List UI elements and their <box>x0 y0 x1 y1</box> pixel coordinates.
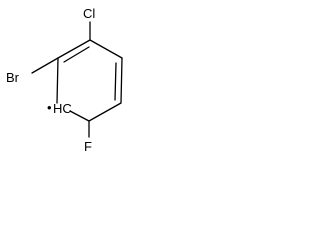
hc-label: HC <box>53 101 72 116</box>
bond-c5-c6 <box>56 57 59 104</box>
bond-c1-c2 <box>89 39 123 59</box>
bond-c2-c3 <box>120 57 123 104</box>
bromine-label: Br <box>6 70 20 85</box>
radical-dot: • <box>47 100 52 115</box>
bond-c4-c5 <box>69 110 90 122</box>
bond-c3-c4 <box>88 102 122 122</box>
bond-c6-br <box>31 57 59 74</box>
molecule-structure: Cl Br • HC F <box>6 6 123 154</box>
fluorine-label: F <box>84 139 92 154</box>
bond-c2-c3-inner <box>114 62 117 101</box>
chlorine-label: Cl <box>83 6 95 21</box>
bond-c6-c1 <box>57 39 91 59</box>
bond-c6-c1-inner <box>63 46 90 63</box>
